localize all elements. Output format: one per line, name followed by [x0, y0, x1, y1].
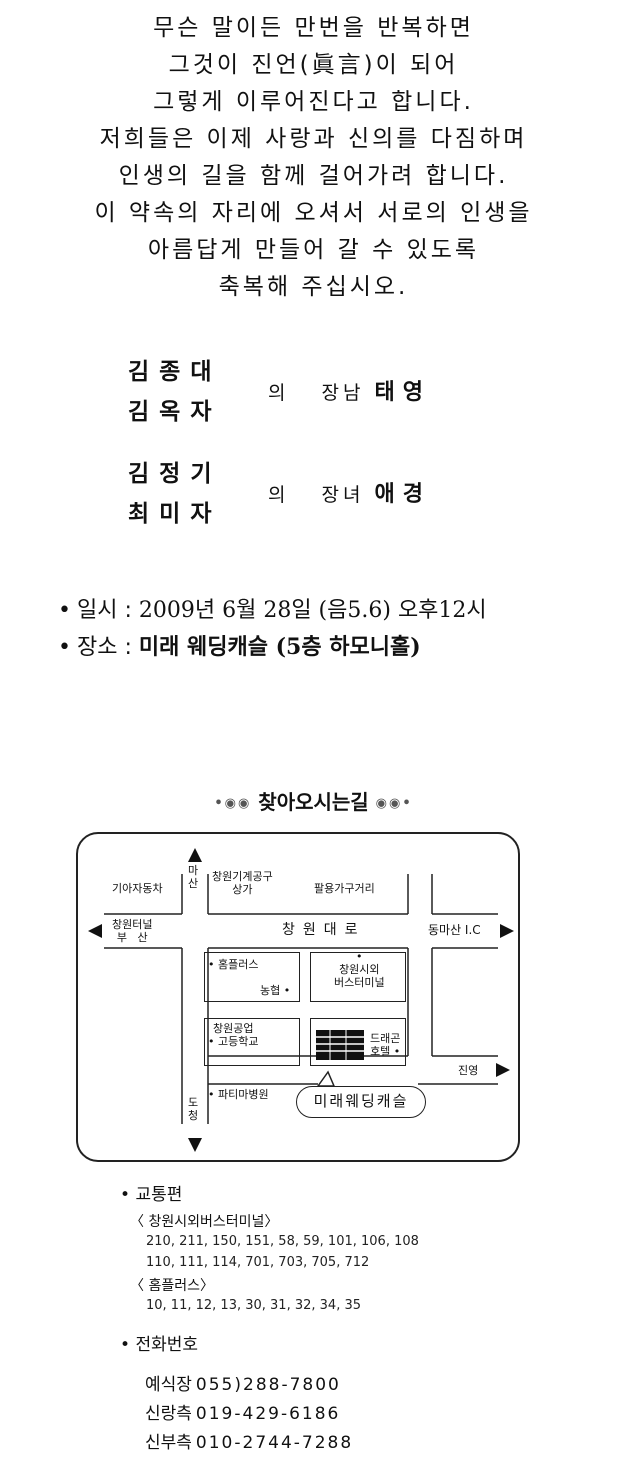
- groom-relation: 장남: [321, 382, 365, 404]
- block-tech-school: [204, 1018, 300, 1066]
- phone-number: 010-2744-7288: [195, 1433, 354, 1453]
- phone-number: 055)288-7800: [195, 1375, 341, 1395]
- route-list: 10, 11, 12, 13, 30, 31, 32, 34, 35: [146, 1295, 419, 1316]
- decor-dots-left-icon: •◉◉: [214, 796, 252, 811]
- message-line-1: 무슨 말이든 만번을 반복하면: [153, 15, 474, 41]
- label-kia: 기아자동차: [112, 882, 163, 895]
- label-jinyeong: 진영: [458, 1064, 479, 1077]
- phone-label: 신부측: [145, 1433, 192, 1453]
- message-line-8: 축복해 주십시오.: [218, 274, 409, 300]
- bride-mother: 최미자: [128, 501, 222, 527]
- label-tool-mall: 창원기계공구 상가: [212, 870, 273, 896]
- block-hotel: [310, 1018, 406, 1066]
- label-bus-terminal: • 창원시외 버스터미널: [334, 950, 385, 989]
- bride-father: 김정기: [128, 461, 222, 487]
- route-list: 210, 211, 150, 151, 58, 59, 101, 106, 10…: [146, 1231, 419, 1273]
- phone-section: • 전화번호: [120, 1330, 198, 1355]
- bride-relation: 장녀: [321, 484, 365, 506]
- message-line-5: 인생의 길을 함께 걸어가려 합니다.: [118, 163, 509, 189]
- label-dragon-hotel: 드래곤 호텔 •: [370, 1032, 401, 1058]
- phone-number: 019-429-6186: [195, 1404, 341, 1424]
- block-bus-terminal: [310, 952, 406, 1002]
- datetime-value: 2009년 6월 28일 (음5.6) 오후12시: [138, 598, 487, 623]
- label-tech-school: 창원공업 • 고등학교: [208, 1022, 259, 1048]
- phone-label: 신랑측: [145, 1404, 192, 1424]
- label-furniture: 팔용가구거리: [314, 882, 375, 895]
- event-place: •장소 : 미래 웨딩캐슬 (5층 하모니홀): [58, 629, 421, 661]
- groom-mother: 김옥자: [128, 399, 222, 425]
- phone-label: 예식장: [145, 1375, 192, 1395]
- block-homeplus: [204, 952, 300, 1002]
- message-line-6: 이 약속의 자리에 오셔서 서로의 인생을: [94, 200, 533, 226]
- place-label: 장소 :: [76, 635, 132, 660]
- groom-father: 김종대: [128, 359, 222, 385]
- decor-dots-right-icon: ◉◉•: [375, 796, 413, 811]
- label-ic: 동마산 I.C: [428, 923, 481, 937]
- bride-of: 의: [268, 484, 290, 506]
- transport-section: • 교통편 〈 창원시외버스터미널〉 210, 211, 150, 151, 5…: [120, 1180, 419, 1316]
- route-group-terminal: 〈 창원시외버스터미널〉: [130, 1214, 279, 1230]
- groom-name: 태영: [374, 380, 432, 405]
- bullet-icon: •: [120, 1185, 131, 1205]
- route-line: 110, 111, 114, 701, 703, 705, 712: [146, 1255, 370, 1270]
- event-datetime: •일시 : 2009년 6월 28일 (음5.6) 오후12시: [58, 592, 487, 624]
- label-homeplus: • 홈플러스: [208, 958, 259, 971]
- place-value: 미래 웨딩캐슬 (5층 하모니홀): [138, 634, 421, 660]
- message-line-4: 저희들은 이제 사랑과 신의를 다짐하며: [99, 126, 528, 152]
- location-map: 기아자동차 마 산 창원기계공구 상가 팔용가구거리 창원터널 부 산 창원대로…: [76, 832, 520, 1162]
- datetime-label: 일시 :: [76, 598, 132, 623]
- directions-title-text: 찾아오시는길: [258, 790, 369, 814]
- hotel-building-icon: [316, 1030, 364, 1060]
- route-line: 210, 211, 150, 151, 58, 59, 101, 106, 10…: [146, 1234, 419, 1249]
- transport-title: 교통편: [135, 1185, 183, 1205]
- bullet-icon: •: [58, 598, 71, 623]
- route-line: 10, 11, 12, 13, 30, 31, 32, 34, 35: [146, 1298, 361, 1313]
- phone-title: 전화번호: [135, 1335, 198, 1355]
- route-group-homeplus: 〈 홈플러스〉: [130, 1278, 214, 1294]
- message-line-2: 그것이 진언(眞言)이 되어: [168, 52, 459, 78]
- venue-callout: 미래웨딩캐슬: [296, 1086, 426, 1118]
- label-masan: 마 산: [188, 864, 199, 890]
- bride-name: 애경: [374, 482, 432, 507]
- label-main-road: 창원대로: [282, 922, 366, 938]
- message-line-3: 그렇게 이루어진다고 합니다.: [153, 89, 474, 115]
- label-docheong: 도 청: [188, 1096, 199, 1122]
- directions-title: •◉◉ 찾아오시는길 ◉◉•: [0, 786, 627, 815]
- map-roads: [88, 848, 514, 1152]
- label-party-hospital: • 파티마병원: [208, 1088, 269, 1101]
- groom-of: 의: [268, 382, 290, 404]
- label-tunnel: 창원터널 부 산: [112, 918, 153, 944]
- bullet-icon: •: [120, 1335, 131, 1355]
- label-nonghyup: 농협 •: [260, 984, 291, 997]
- message-line-7: 아름답게 만들어 갈 수 있도록: [147, 237, 480, 263]
- bullet-icon: •: [58, 635, 71, 660]
- invitation-message: 무슨 말이든 만번을 반복하면 그것이 진언(眞言)이 되어 그렇게 이루어진다…: [0, 10, 627, 306]
